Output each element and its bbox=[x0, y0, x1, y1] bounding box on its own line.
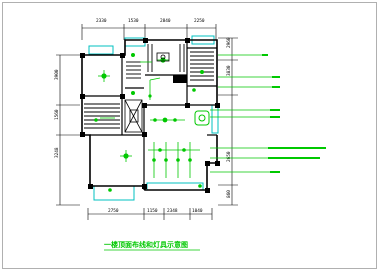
dim-left-1: 3900 bbox=[54, 69, 60, 80]
dimension-text-top: 2330 1530 2840 2250 bbox=[96, 18, 205, 24]
dim-right-4: 860 bbox=[226, 190, 232, 198]
dim-right-3: 2650 bbox=[226, 151, 232, 162]
wall-columns bbox=[80, 38, 220, 193]
interior-walls bbox=[82, 40, 217, 190]
drawing-frame bbox=[2, 2, 377, 269]
dimension-text-bottom: 2750 1150 2348 1040 bbox=[108, 208, 203, 214]
stair-hatching bbox=[84, 44, 214, 129]
dim-right-1: 2960 bbox=[226, 37, 232, 48]
wall-light-stair bbox=[192, 70, 204, 92]
ceiling-light-kitchen bbox=[157, 57, 169, 63]
drawing-title: 一楼顶面布线和灯具示意图 bbox=[104, 240, 188, 249]
dim-bottom-1: 2750 bbox=[108, 208, 119, 214]
window-bottom-left bbox=[93, 185, 135, 201]
window-right bbox=[211, 104, 219, 134]
downlights-living bbox=[152, 148, 192, 162]
dim-left-2: 1560 bbox=[54, 109, 60, 120]
dim-top-3: 2840 bbox=[160, 18, 171, 24]
dimension-text-right: 2960 3830 2650 860 bbox=[226, 37, 232, 198]
dim-left-3: 3248 bbox=[54, 147, 60, 158]
dim-bottom-4: 1040 bbox=[192, 208, 203, 214]
fixture-box bbox=[194, 110, 210, 126]
dim-top-4: 2250 bbox=[194, 18, 205, 24]
ceiling-light-bedroom-2 bbox=[120, 150, 132, 162]
window-bottom-right bbox=[146, 182, 204, 191]
dim-bottom-2: 1150 bbox=[147, 208, 158, 214]
ceiling-light-bedroom-1 bbox=[98, 70, 110, 82]
bath-vanity bbox=[156, 52, 170, 62]
dim-top-2: 1530 bbox=[128, 18, 139, 24]
ceiling-light-corridor bbox=[153, 117, 177, 123]
window-top-left bbox=[88, 45, 114, 55]
small-lights bbox=[94, 94, 202, 192]
leader-tags bbox=[262, 54, 326, 173]
stair-core bbox=[124, 99, 143, 133]
dim-right-2: 3830 bbox=[226, 65, 232, 76]
walls bbox=[81, 39, 218, 191]
dim-bottom-3: 2348 bbox=[167, 208, 178, 214]
dim-top-1: 2330 bbox=[96, 18, 107, 24]
light-fixtures bbox=[94, 53, 204, 192]
ceiling-light-bath bbox=[130, 53, 135, 96]
dimension-text-left: 3900 1560 3248 bbox=[54, 69, 60, 158]
title-block: 一楼顶面布线和灯具示意图 bbox=[104, 240, 200, 251]
dimension-lines bbox=[56, 24, 238, 220]
